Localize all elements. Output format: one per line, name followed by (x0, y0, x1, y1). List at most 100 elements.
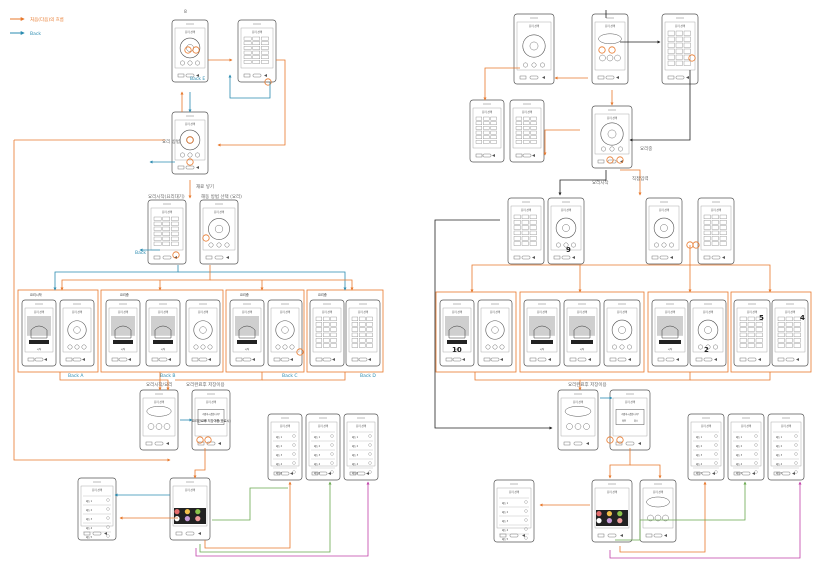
phone-screen-30: 요리 선택 (645, 197, 683, 265)
back-button-icon (670, 256, 673, 259)
label-r-label3: 요리중 (640, 145, 652, 152)
home-button-icon (781, 471, 791, 476)
control-button (289, 344, 295, 350)
label-group-c: 요리중 (240, 292, 249, 297)
menu-tile (523, 135, 530, 140)
screen-title: 요리 선택 (607, 490, 618, 494)
menu-tile (252, 41, 261, 46)
menu-tile (777, 338, 785, 343)
phone-screen-23: 요리 선택 (591, 13, 629, 85)
start-label: 시작 (245, 347, 250, 351)
menu-button-icon (445, 357, 453, 362)
radio-icon (714, 434, 718, 438)
radio-icon (714, 443, 718, 447)
label-finish2: 요리완료후 저장이용 (186, 381, 225, 388)
screen-title: 요리 선택 (185, 30, 196, 34)
list-item-label: 메뉴 2 (736, 444, 743, 448)
menu-tile (711, 220, 719, 225)
radio-icon (292, 470, 296, 474)
dial-knob (491, 326, 499, 334)
phone-display (736, 307, 768, 353)
food-thumb-icon (184, 516, 190, 522)
menu-tile (739, 343, 747, 348)
screen-title: 요리 선택 (452, 310, 463, 314)
screen-title: 요리 선택 (741, 424, 752, 428)
label-group-a: 요리시작 (30, 292, 42, 297)
menu-tile (777, 322, 785, 327)
screen-title: 요리 선택 (573, 400, 584, 404)
control-button (200, 344, 206, 350)
menu-button-icon (513, 255, 521, 260)
menu-tile (675, 42, 683, 48)
menu-tile (755, 316, 763, 322)
menu-tile (315, 338, 323, 343)
menu-tile (529, 241, 537, 246)
back-button-icon (82, 358, 85, 361)
menu-tile (711, 225, 719, 230)
menu-tile (243, 41, 252, 46)
control-button (216, 242, 222, 248)
phone-display (348, 307, 378, 353)
home-button-icon (521, 255, 531, 260)
connectors-left (13, 58, 370, 557)
back-button-icon (542, 76, 545, 79)
menu-tile (351, 343, 359, 348)
menu-tile (777, 316, 785, 322)
menu-tile (153, 231, 162, 236)
list-item-label: 메뉴 5 (314, 471, 321, 475)
menu-tile (529, 236, 537, 241)
group-frame-left-c (225, 289, 305, 373)
radio-icon (106, 516, 110, 520)
menu-tile (675, 60, 683, 66)
dialog-box (615, 409, 645, 425)
back-button-icon (792, 472, 795, 475)
menu-tile (777, 332, 785, 338)
radio-icon (524, 527, 528, 531)
dialog-cancel: 취소 (215, 419, 219, 423)
menu-tile (703, 236, 711, 241)
phone-screen-40: 요리 선택 (771, 299, 809, 367)
menu-tile (747, 332, 755, 338)
label-finish3: 요리완료후 저장이용(종료시) (192, 418, 231, 423)
menu-button-icon (191, 357, 199, 362)
list-item-label: 메뉴 1 (314, 435, 321, 439)
back-button-icon (168, 358, 171, 361)
phone-display (510, 205, 542, 251)
list-item-label: 메뉴 3 (352, 453, 359, 457)
highlight-marker-icon (688, 54, 696, 62)
dial-ring (697, 319, 719, 341)
menu-tile (521, 230, 529, 236)
screen-title: 요리 선택 (34, 310, 45, 314)
dialog-message: 저장하시겠습니까? (202, 412, 220, 416)
highlight-marker-icon (598, 46, 606, 54)
back-button-icon (166, 442, 169, 445)
radio-icon (330, 461, 334, 465)
menu-tile (366, 322, 373, 327)
phone-display (594, 113, 630, 155)
highlight-marker-icon (606, 436, 614, 444)
screen-title: 요리 선택 (747, 310, 758, 314)
menu-tile (351, 327, 359, 332)
back-button-icon (44, 358, 47, 361)
menu-tile (521, 236, 529, 241)
dialog-ok: 확인 (203, 419, 207, 423)
phone-display (606, 307, 638, 353)
radio-icon (106, 507, 110, 511)
radio-icon (292, 434, 296, 438)
back-button-icon (532, 154, 535, 157)
list-item-label: 메뉴 1 (502, 501, 509, 505)
menu-tile (747, 327, 755, 332)
home-button-icon (358, 357, 368, 362)
menu-button-icon (111, 357, 119, 362)
radio-icon (524, 500, 528, 504)
screen-title: 요리 선택 (214, 210, 225, 214)
option-button (662, 514, 669, 522)
menu-tile (667, 48, 675, 54)
menu-button-icon (645, 533, 653, 538)
menu-button-icon (349, 471, 357, 476)
home-button-icon (675, 75, 685, 80)
